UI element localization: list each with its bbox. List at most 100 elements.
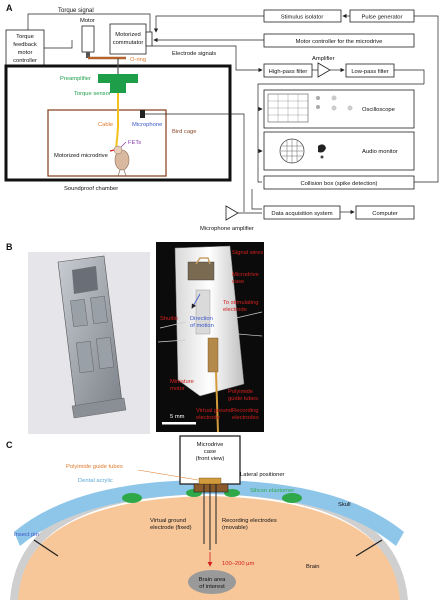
collision-to-pulse-wire [414, 15, 439, 183]
skull-label: Skull [338, 502, 351, 508]
dental-acrylic-label: Dental acrylic [78, 478, 113, 484]
silicon-elastomer-label: Silicon elastomer [250, 488, 294, 494]
torque-sensor-label: Torque sensor [74, 91, 111, 97]
o-ring-label: O-ring [130, 57, 146, 63]
photo-microdrive [157, 245, 263, 433]
collision-to-daq-wire [251, 189, 262, 210]
high-pass-label: High-pass filter [269, 69, 308, 75]
speaker-grille [281, 139, 303, 163]
commutator-box [109, 23, 147, 55]
electrode-signals-wire [152, 45, 263, 73]
electrodes [203, 484, 217, 550]
microdrive-case-label-1: Microdrive [232, 272, 259, 278]
commutator-connector [145, 31, 153, 47]
computer-label: Computer [372, 211, 398, 217]
audio-monitor-label: Audio monitor [362, 149, 398, 155]
lp-output-wire [394, 69, 425, 84]
commutator-line1: Motorized [115, 32, 140, 38]
recording-electrodes-label-1: Recording [232, 408, 258, 414]
scope-knob [316, 105, 320, 109]
brain-area-label-2: of interest [199, 584, 225, 590]
amplifier-label: Amplifier [312, 56, 335, 62]
bird-head-icon [113, 145, 123, 155]
mic-amplifier-label: Microphone amplifier [200, 226, 254, 232]
preamplifier-label: Preamplifier [60, 76, 91, 82]
torque-signal-label: Torque signal [58, 8, 94, 14]
fets-label: FETs [128, 140, 141, 146]
virtual-ground-c-label-2: electrode (fixed) [150, 525, 192, 531]
brain-area-label-1: Brain area [199, 577, 227, 583]
microdrive-case-label-2: case [232, 279, 244, 285]
insect-pin-label: Insect pin [14, 532, 39, 538]
to-stimulating-label-1: To stimulating [223, 300, 258, 306]
low-pass-label: Low-pass filter [351, 69, 388, 75]
audio-dot [320, 155, 324, 159]
audio-knob-icon [318, 144, 326, 153]
microphone-icon [140, 110, 145, 118]
insect-pins [33, 539, 383, 557]
scope-knob [331, 105, 337, 111]
microdrive-case-front [179, 435, 241, 485]
virtual-ground-label-1: Virtual ground [196, 408, 232, 414]
motor-shaft [86, 52, 90, 58]
panel-a-label: A [6, 3, 13, 13]
high-pass-box [263, 63, 313, 78]
recording-electrodes-c-label-2: (movable) [222, 525, 248, 531]
c-polyimide-label: Polyimide guide tubes [66, 464, 123, 470]
c-polyimide-leader [137, 469, 199, 481]
motor-label: Motor [80, 18, 95, 24]
torque-controller-line1: Torque [16, 34, 34, 40]
virtual-ground-label-2: electrode [196, 415, 220, 421]
guide-tubes [198, 477, 222, 485]
scope-knob [331, 95, 337, 101]
collision-box [263, 175, 415, 190]
dental-acrylic-shape [14, 480, 404, 546]
scale-bar-label: 5 mm [170, 414, 185, 420]
direction-label-2: of motion [190, 323, 214, 329]
bird-beak-icon [109, 149, 115, 152]
scope-knob [316, 96, 320, 100]
filter-distribution-wire [257, 83, 424, 183]
c-microdrive-line1: Microdrive [197, 442, 224, 448]
torque-controller-line2: feedback [13, 42, 37, 48]
motor-box [81, 25, 95, 53]
brain-label: Brain [306, 564, 320, 570]
low-pass-box [345, 63, 395, 78]
isolator-to-commutator-wire [153, 15, 264, 33]
cable-label: Cable [98, 122, 113, 128]
c-microdrive-line2: case [204, 449, 216, 455]
oscilloscope-grid [268, 94, 308, 122]
microphone-label: Microphone [132, 122, 162, 128]
computer-box [355, 205, 415, 220]
collision-box-label: Collision box (spike detection) [300, 181, 377, 187]
polyimide-label-2: guide tubes [228, 396, 258, 402]
miniature-motor-label-2: motor [170, 386, 185, 392]
cable [115, 93, 119, 151]
scale-bar [162, 422, 196, 425]
lateral-positioner [193, 483, 229, 493]
torque-sensor-block [110, 83, 126, 93]
microdrive-label: Motorized microdrive [54, 153, 108, 159]
electrode-signals-label: Electrode signals [172, 51, 216, 57]
brain-shape [16, 496, 402, 600]
to-stimulating-label-2: electrode [223, 307, 247, 313]
bird-legs-icon [117, 169, 127, 177]
mic-amplifier-triangle [225, 205, 239, 221]
brain-area-of-interest [188, 570, 236, 594]
bird-cage [47, 109, 167, 177]
daq-box [263, 205, 341, 220]
motor-controller-label: Motor controller for the microdrive [296, 39, 383, 45]
panel-b-label: B [6, 242, 13, 252]
direction-arrow [191, 293, 201, 309]
amplifier-triangle [317, 62, 331, 78]
motor-controller-box [263, 33, 415, 48]
lateral-positioner-label: Lateral positioner [240, 472, 285, 478]
pulse-generator-label: Pulse generator [362, 15, 403, 21]
polyimide-label-1: Polyimide [228, 389, 253, 395]
commutator-line2: commutator [113, 40, 144, 46]
oscilloscope-label: Oscilloscope [362, 107, 395, 113]
microphone-wire [145, 113, 245, 212]
recording-electrodes-label-2: electrodes [232, 415, 259, 421]
shuttle-label: Shuttle [160, 316, 178, 322]
